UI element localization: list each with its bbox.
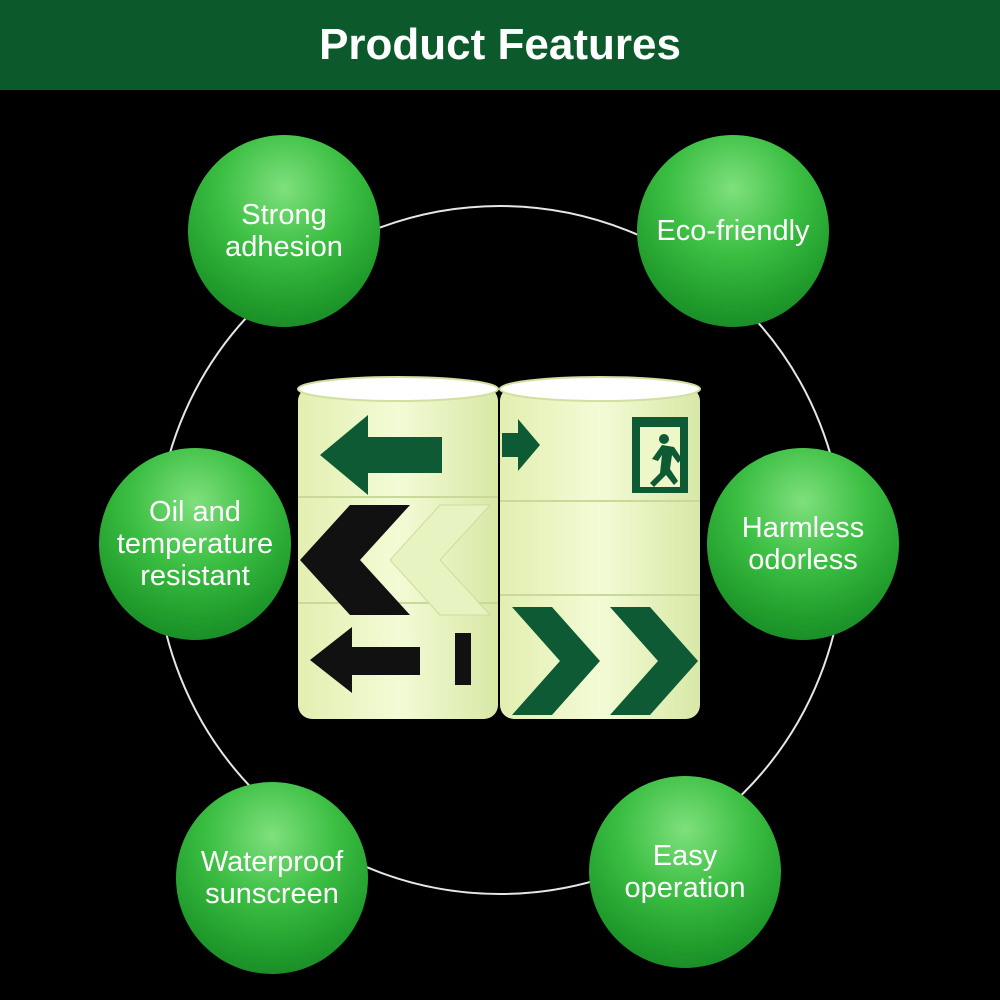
feature-oil-temperature: Oil and temperature resistant (99, 448, 291, 640)
feature-strong-adhesion: Strong adhesion (188, 135, 380, 327)
feature-eco-friendly: Eco-friendly (637, 135, 829, 327)
left-arrow-icon (320, 415, 442, 495)
feature-waterproof: Waterproof sunscreen (176, 782, 368, 974)
chevron-left-icon (389, 504, 492, 616)
left-arrow-icon (310, 627, 420, 693)
chevron-left-icon (300, 505, 410, 615)
right-tape-stack (499, 376, 701, 719)
feature-label: Strong adhesion (225, 199, 343, 263)
feature-label: Harmless odorless (741, 512, 865, 576)
exit-sign-icon (632, 417, 688, 493)
feature-harmless-odorless: Harmless odorless (707, 448, 899, 640)
left-tape-stack (297, 376, 499, 719)
page-title: Product Features (319, 20, 681, 69)
right-arrow-icon (502, 419, 540, 471)
feature-label: Oil and temperature resistant (116, 496, 274, 592)
feature-label: Waterproof sunscreen (200, 846, 344, 910)
feature-easy-operation: Easy operation (589, 776, 781, 968)
feature-label: Easy operation (624, 840, 746, 904)
header-banner: Product Features (0, 0, 1000, 90)
chevron-right-icon (610, 607, 698, 715)
chevron-right-icon (512, 607, 600, 715)
tape-rolls-image (297, 376, 701, 719)
feature-label: Eco-friendly (656, 215, 810, 247)
